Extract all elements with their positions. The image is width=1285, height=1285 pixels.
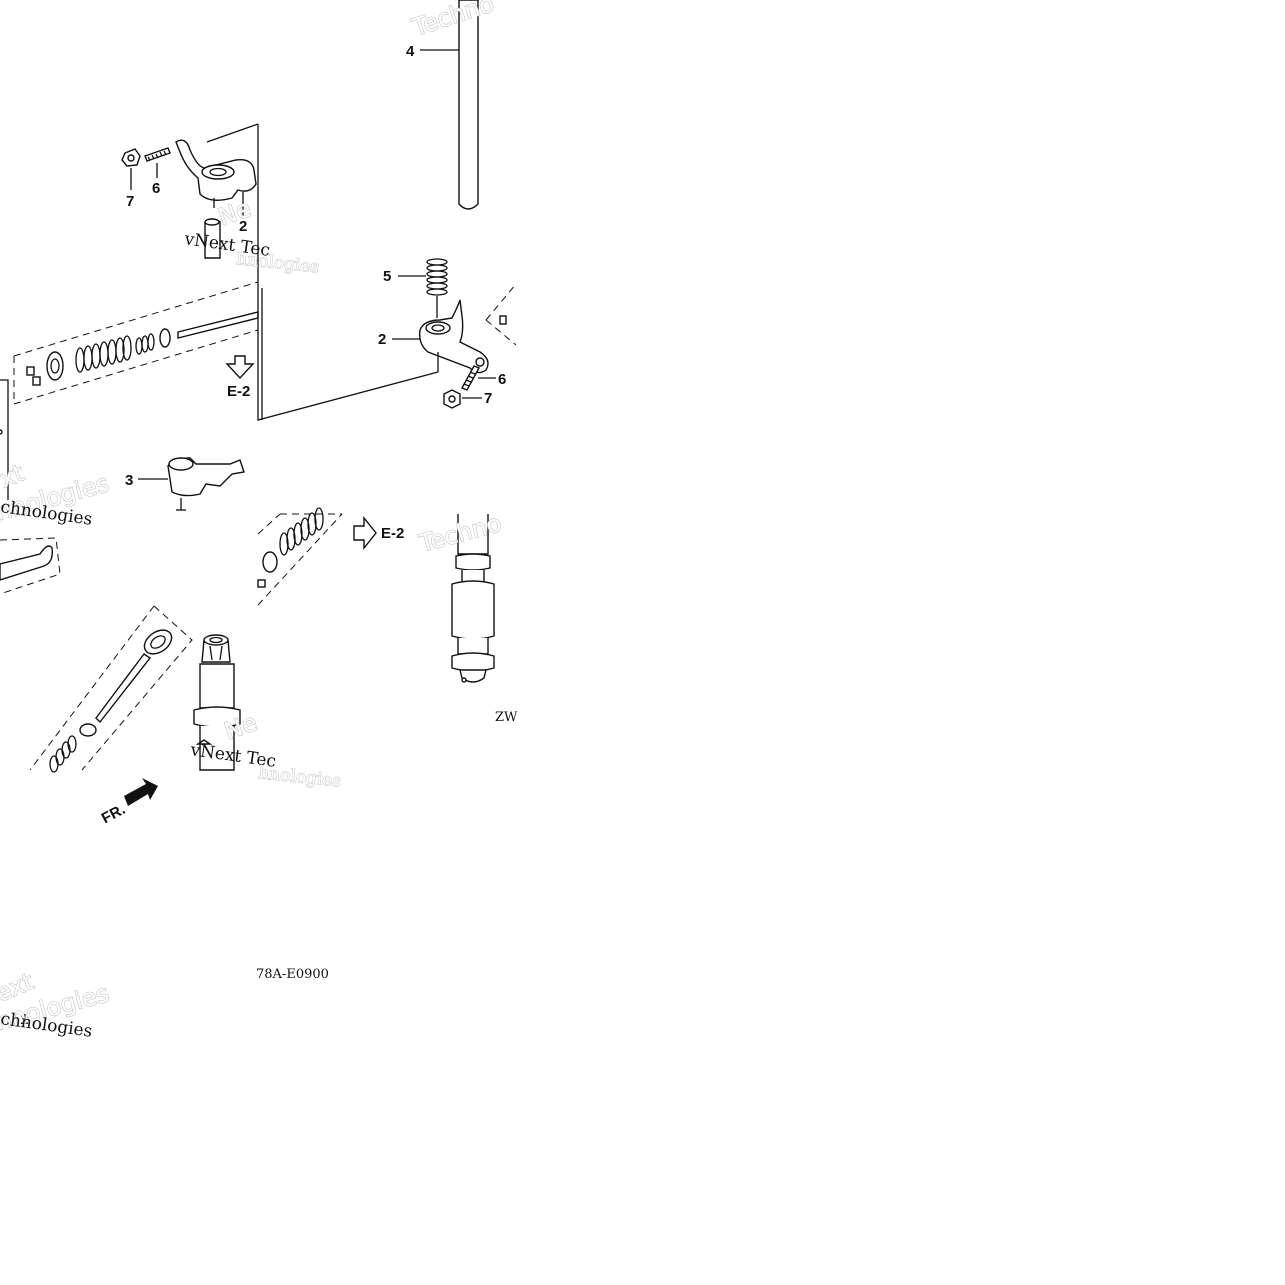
valve-lower-left [29, 605, 193, 773]
ref-e2-upper: E-2 [227, 383, 250, 400]
valve-guide-center [193, 634, 241, 771]
watermark: Techno [408, 0, 497, 42]
ref-arrow-icon [353, 516, 377, 550]
ref-arrow-icon [225, 355, 255, 380]
callout-6: 6 [152, 180, 160, 197]
callout-7: 7 [126, 193, 134, 210]
ref-e2-lower: E-2 [381, 525, 404, 542]
watermark: hnologies [235, 249, 320, 278]
valve-spring-set-upper [0, 281, 259, 500]
front-label: FR. [99, 801, 128, 827]
callout-3: 3 [125, 472, 133, 489]
callout-1: 1 [20, 1011, 28, 1028]
figure-code-fragment: ZW [495, 710, 518, 725]
valve-spring-set-lower [257, 507, 377, 606]
frame-box [257, 124, 439, 421]
rocker-arm-3 [138, 457, 245, 511]
valve-guide-right [451, 514, 495, 683]
callout-2b: 2 [378, 331, 386, 348]
valve-fragment-left [0, 537, 61, 595]
rocker-arm-assembly-right [392, 258, 517, 409]
watermark: hnologies [257, 763, 342, 792]
push-rod [420, 0, 479, 210]
callout-6b: 6 [498, 371, 506, 388]
figure-code: 78A-E0900 [256, 967, 329, 982]
callout-2: 2 [239, 218, 247, 235]
watermarks: Techno vNext Tec Ne hnologies xt Technol… [0, 0, 505, 1047]
front-direction-arrow: FR. [99, 778, 158, 827]
callout-5: 5 [383, 268, 391, 285]
callout-7b: 7 [484, 390, 492, 407]
callout-4: 4 [406, 43, 415, 60]
rocker-arm-assembly-left [121, 123, 259, 259]
watermark: xt [0, 459, 28, 494]
